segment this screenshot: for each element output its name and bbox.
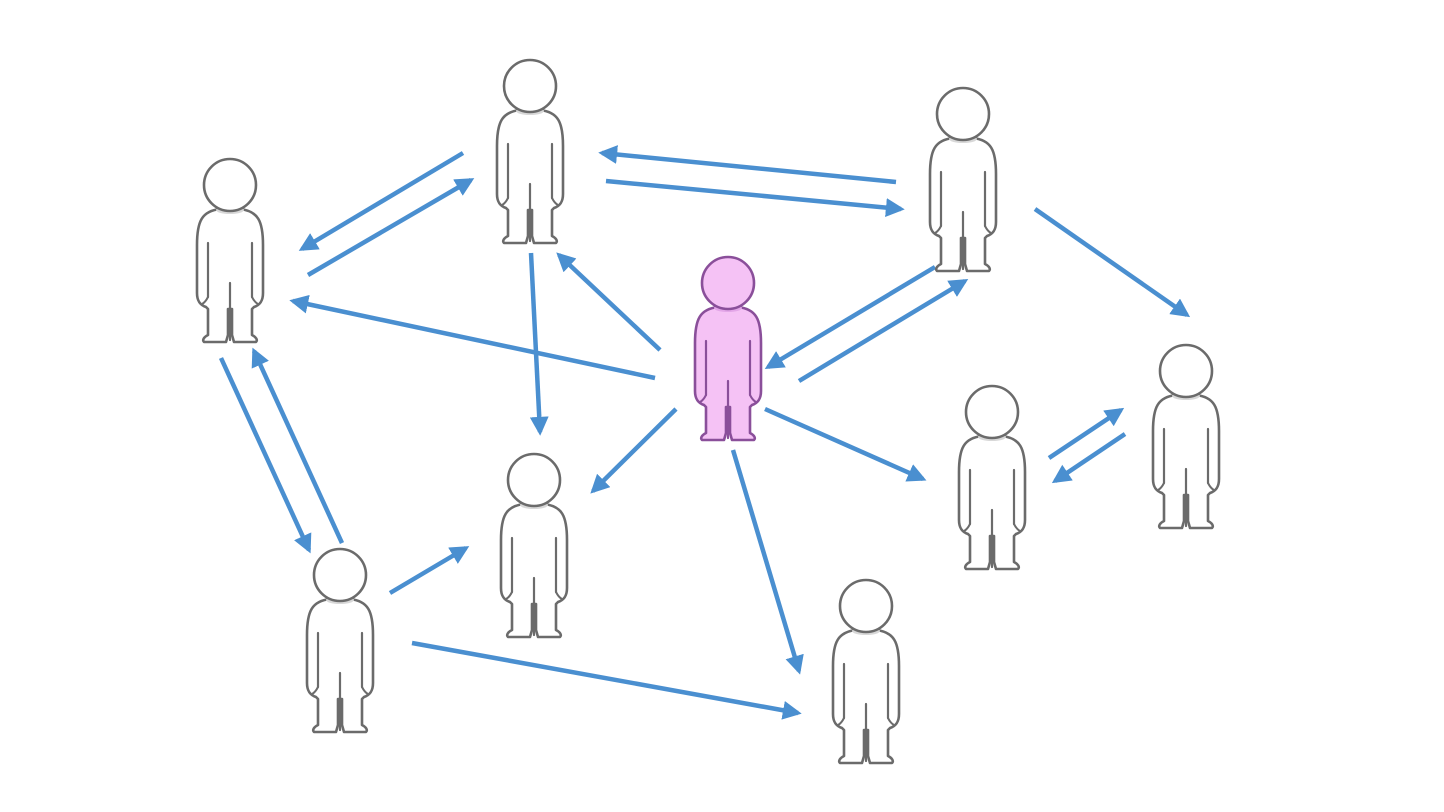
person-icon	[1151, 343, 1221, 530]
arrow-center-to-p1	[289, 294, 656, 381]
arrow-p3-to-p5	[1033, 207, 1191, 318]
arrow-p2-to-p1	[298, 151, 465, 251]
person-icon	[831, 578, 901, 765]
person-icon	[499, 452, 569, 639]
arrow-center-to-p7	[590, 407, 678, 494]
person-icon	[195, 157, 265, 344]
edges	[218, 145, 1191, 720]
arrow-p5-to-p6	[1051, 432, 1127, 484]
arrow-p1-to-p8	[218, 357, 312, 554]
person-icon	[305, 547, 375, 734]
arrow-p1-to-p2	[306, 178, 475, 277]
arrow-p6-to-p5	[1047, 407, 1125, 460]
arrow-center-to-p3	[797, 279, 969, 383]
arrow-center-to-p9	[730, 449, 804, 675]
arrow-center-to-p2	[556, 252, 662, 352]
arrow-p8-to-p9	[411, 640, 802, 720]
arrow-center-to-p6	[764, 406, 927, 482]
person-icon	[928, 86, 998, 273]
arrow-p8-to-p1	[251, 347, 345, 544]
arrow-p3-to-center	[764, 265, 937, 369]
people	[195, 58, 1221, 765]
arrow-p8-to-p7	[388, 546, 470, 595]
person-icon	[495, 58, 565, 245]
person-icon	[957, 384, 1027, 571]
arrow-p2-to-p3	[605, 178, 905, 217]
highlighted-person-icon	[693, 255, 763, 442]
arrow-p3-to-p2	[598, 145, 897, 185]
arrow-p2-to-p7	[528, 252, 549, 436]
